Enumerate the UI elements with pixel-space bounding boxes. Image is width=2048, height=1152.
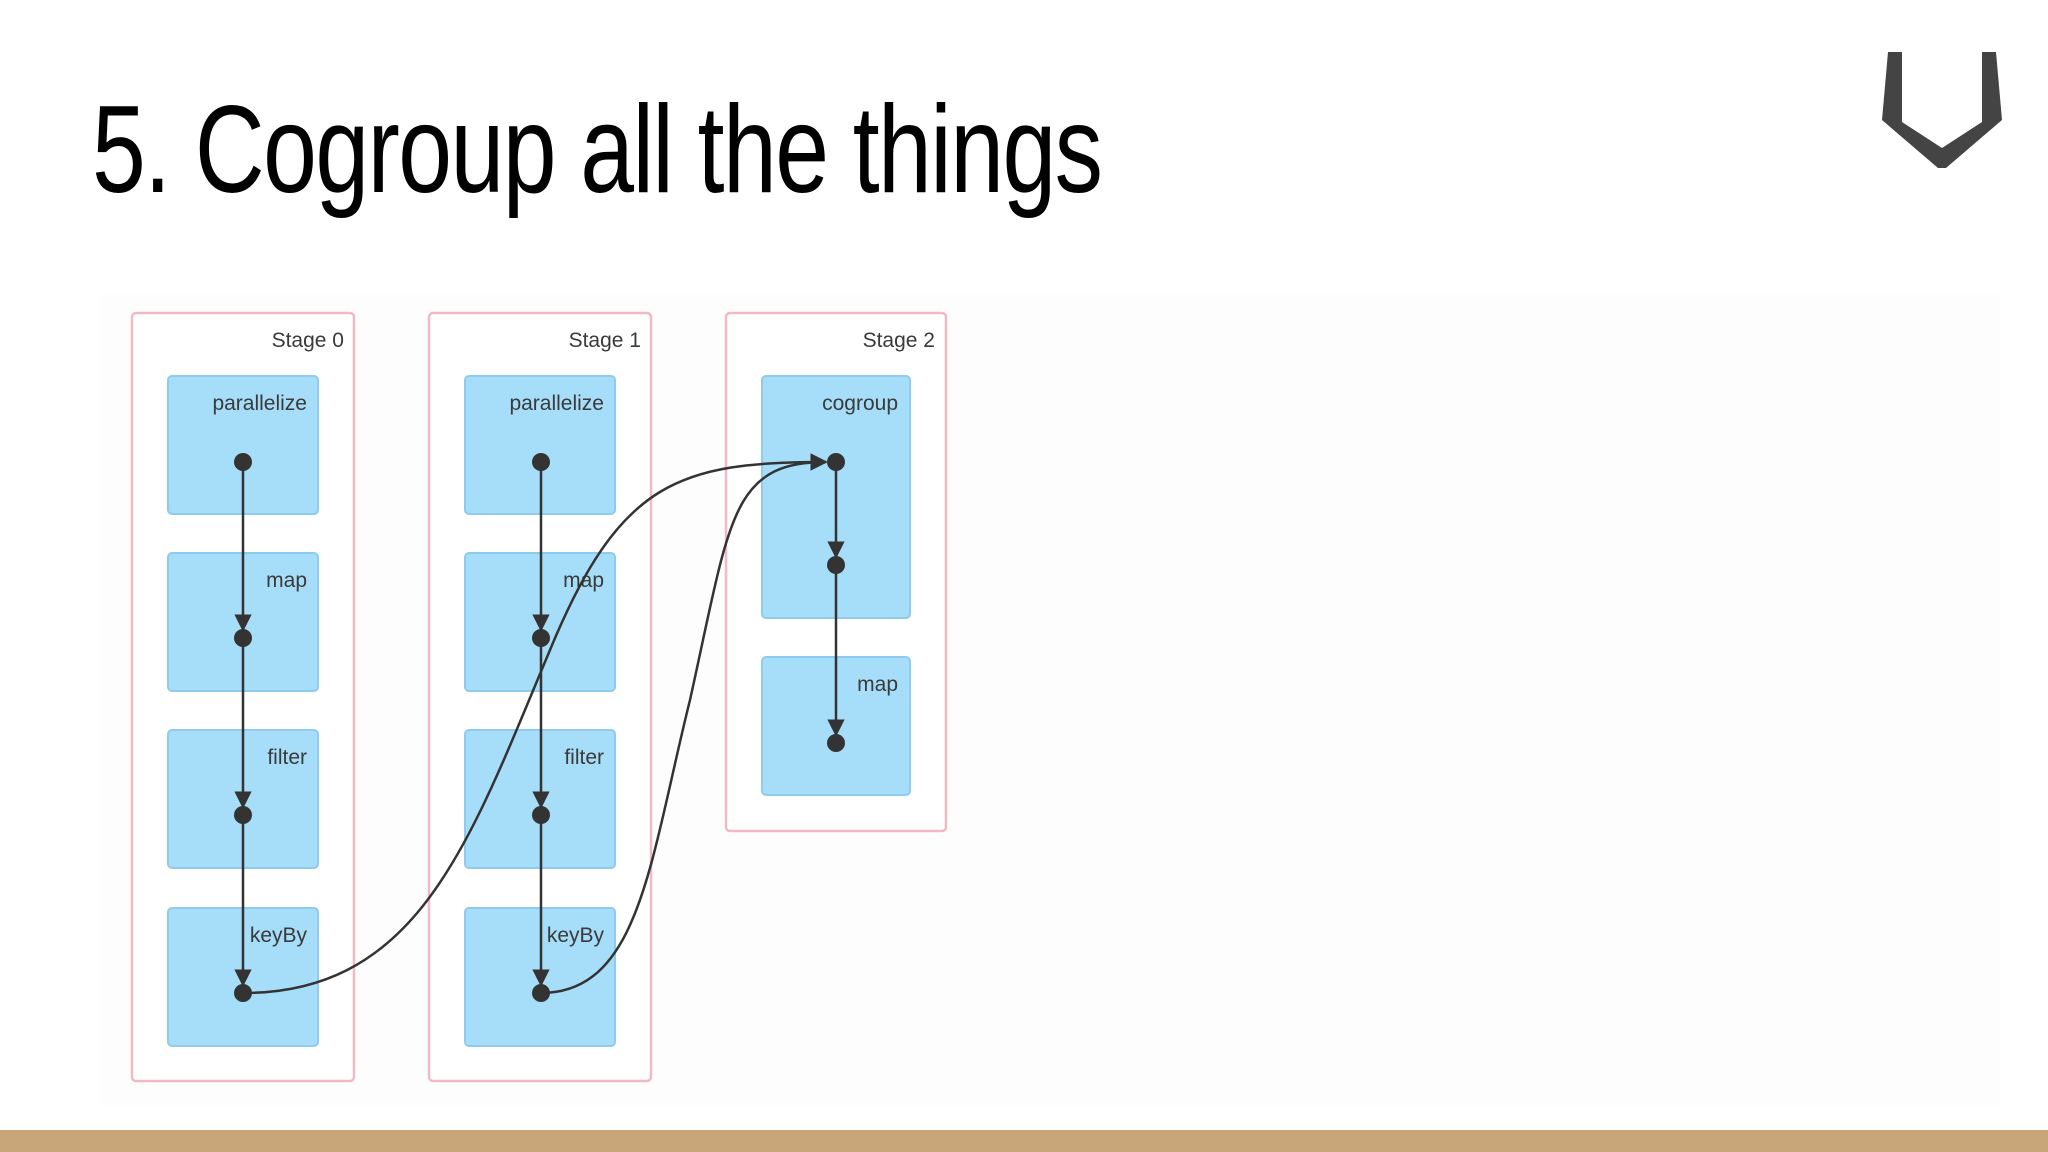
stage-1-label: Stage 1 (569, 329, 641, 352)
diagram-background (100, 295, 2000, 1105)
stage-0-node-2 (234, 629, 252, 647)
stage-0-node-1 (234, 453, 252, 471)
stage-0-op-map-label: map (266, 569, 307, 592)
stage-0-op-keyby-label: keyBy (250, 924, 308, 947)
stage-2-label: Stage 2 (863, 329, 935, 352)
stage-2: Stage 2 cogroup map (724, 311, 948, 833)
stage-1-op-filter-label: filter (564, 746, 604, 769)
stage-1-node-3 (532, 806, 550, 824)
stage-0-op-parallelize-label: parallelize (212, 392, 307, 415)
stage-1-op-parallelize-label: parallelize (509, 392, 604, 415)
stage-0: Stage 0 parallelize map filter keyBy (130, 311, 356, 1083)
stage-1-node-1 (532, 453, 550, 471)
stage-1-op-keyby-label: keyBy (547, 924, 605, 947)
stage-2-node-1 (827, 453, 845, 471)
stage-1-node-2 (532, 629, 550, 647)
stage-2-op-map-label: map (857, 673, 898, 696)
stage-0-label: Stage 0 (272, 329, 344, 352)
stage-0-op-filter-label: filter (267, 746, 307, 769)
vessel-logo-icon (1882, 52, 2002, 168)
slide-title: 5. Cogroup all the things (92, 81, 1103, 219)
stage-2-op-cogroup-label: cogroup (822, 392, 898, 415)
stage-2-node-2 (827, 556, 845, 574)
shuffle-edge-stage1-to-cogroup (540, 453, 828, 995)
stage-2-node-3 (827, 734, 845, 752)
stage-0-node-3 (234, 806, 252, 824)
stage-1: Stage 1 parallelize map filter keyBy (427, 311, 653, 1083)
footer-bar (0, 1130, 2048, 1152)
shuffle-edge-stage0-to-cogroup (242, 453, 828, 995)
